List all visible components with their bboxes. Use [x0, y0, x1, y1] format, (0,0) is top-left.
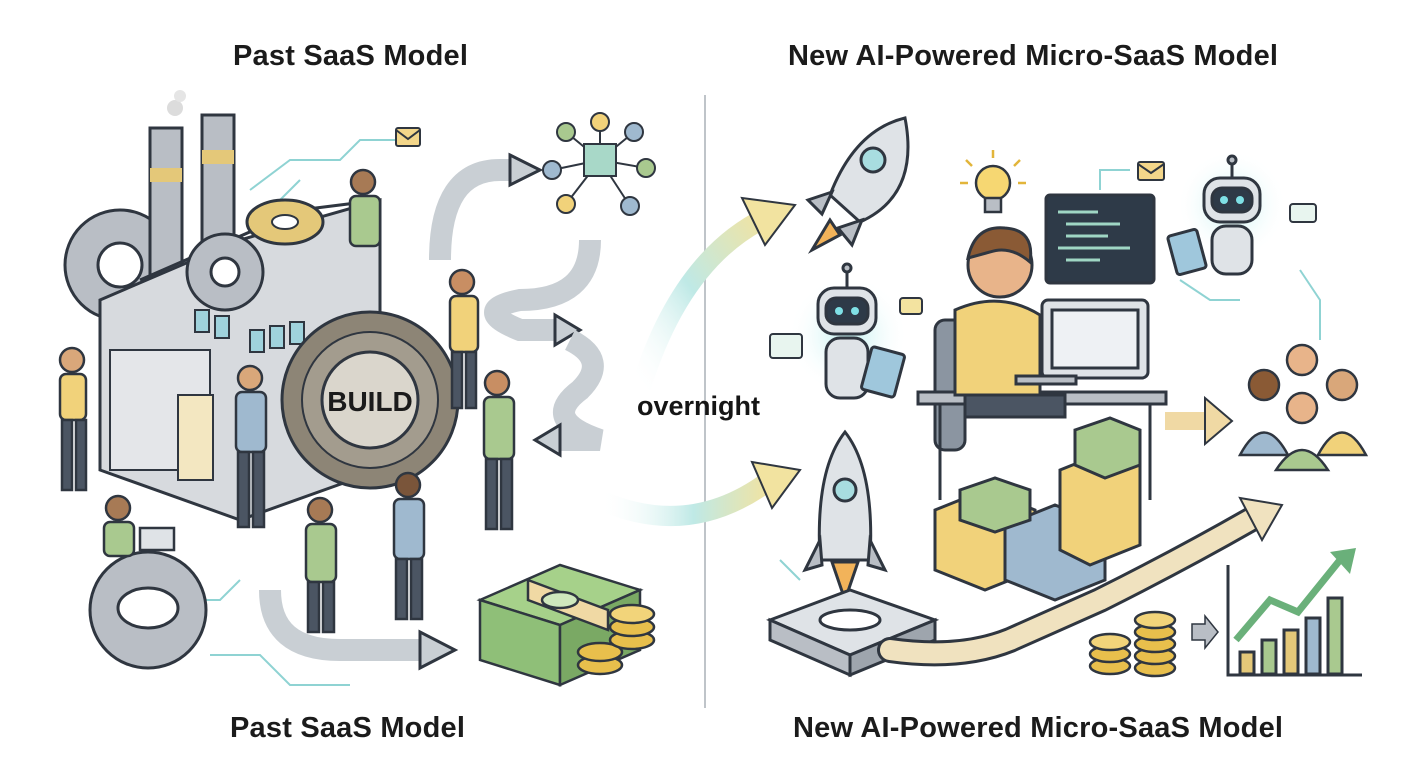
- gear-icon: [88, 550, 208, 670]
- transition-label: overnight: [637, 391, 761, 421]
- growth-arrow: [590, 460, 802, 526]
- launch-pad: [766, 588, 940, 678]
- rocket-icon: [802, 429, 888, 605]
- box-icon: [933, 416, 1142, 602]
- worker-figure: [58, 346, 88, 492]
- build-gear-label: BUILD: [327, 386, 413, 417]
- coin-icon: [576, 603, 656, 676]
- growth-arrow: [630, 196, 797, 400]
- worker-figure: [482, 369, 516, 531]
- arrow-right-icon: [1191, 613, 1219, 651]
- worker-figure: [448, 268, 480, 410]
- gear-icon: [185, 232, 265, 312]
- process-arrows: [259, 152, 604, 671]
- customers-icon: [1237, 343, 1369, 472]
- circuit-lines-right: [779, 169, 1321, 581]
- rocket-icon: [805, 116, 910, 254]
- network-icon: [542, 112, 656, 216]
- worker-figure: [348, 168, 382, 248]
- smokestack-icon: [148, 90, 236, 280]
- worker-figure: [392, 471, 426, 621]
- growth-chart-icon: [1226, 548, 1362, 677]
- worker-figure: [304, 496, 338, 634]
- money-stack-icon: [476, 563, 644, 687]
- left-panel-title: Past SaaS Model: [233, 40, 469, 72]
- growth-road: [877, 496, 1284, 667]
- right-panel-title: New AI-Powered Micro-SaaS Model: [788, 40, 1279, 72]
- build-gear: BUILD: [280, 310, 460, 490]
- envelope-icon: [395, 127, 421, 147]
- envelope-icon: [1137, 161, 1165, 181]
- worker-figure: [102, 494, 176, 558]
- gear-icon: [245, 198, 325, 246]
- worker-figure: [234, 364, 268, 529]
- coin-icon: [1088, 610, 1177, 678]
- robot-icon: [788, 262, 908, 400]
- left-panel-caption: Past SaaS Model: [230, 712, 466, 744]
- lightbulb-icon: [960, 150, 1026, 214]
- developer-figure: [916, 226, 1168, 500]
- right-panel-caption: New AI-Powered Micro-SaaS Model: [793, 712, 1284, 744]
- chat-bubble-icon: [769, 203, 1317, 359]
- code-monitor-icon: [1044, 193, 1156, 285]
- delivery-arrow: [1165, 395, 1234, 447]
- robot-icon: [1166, 150, 1287, 277]
